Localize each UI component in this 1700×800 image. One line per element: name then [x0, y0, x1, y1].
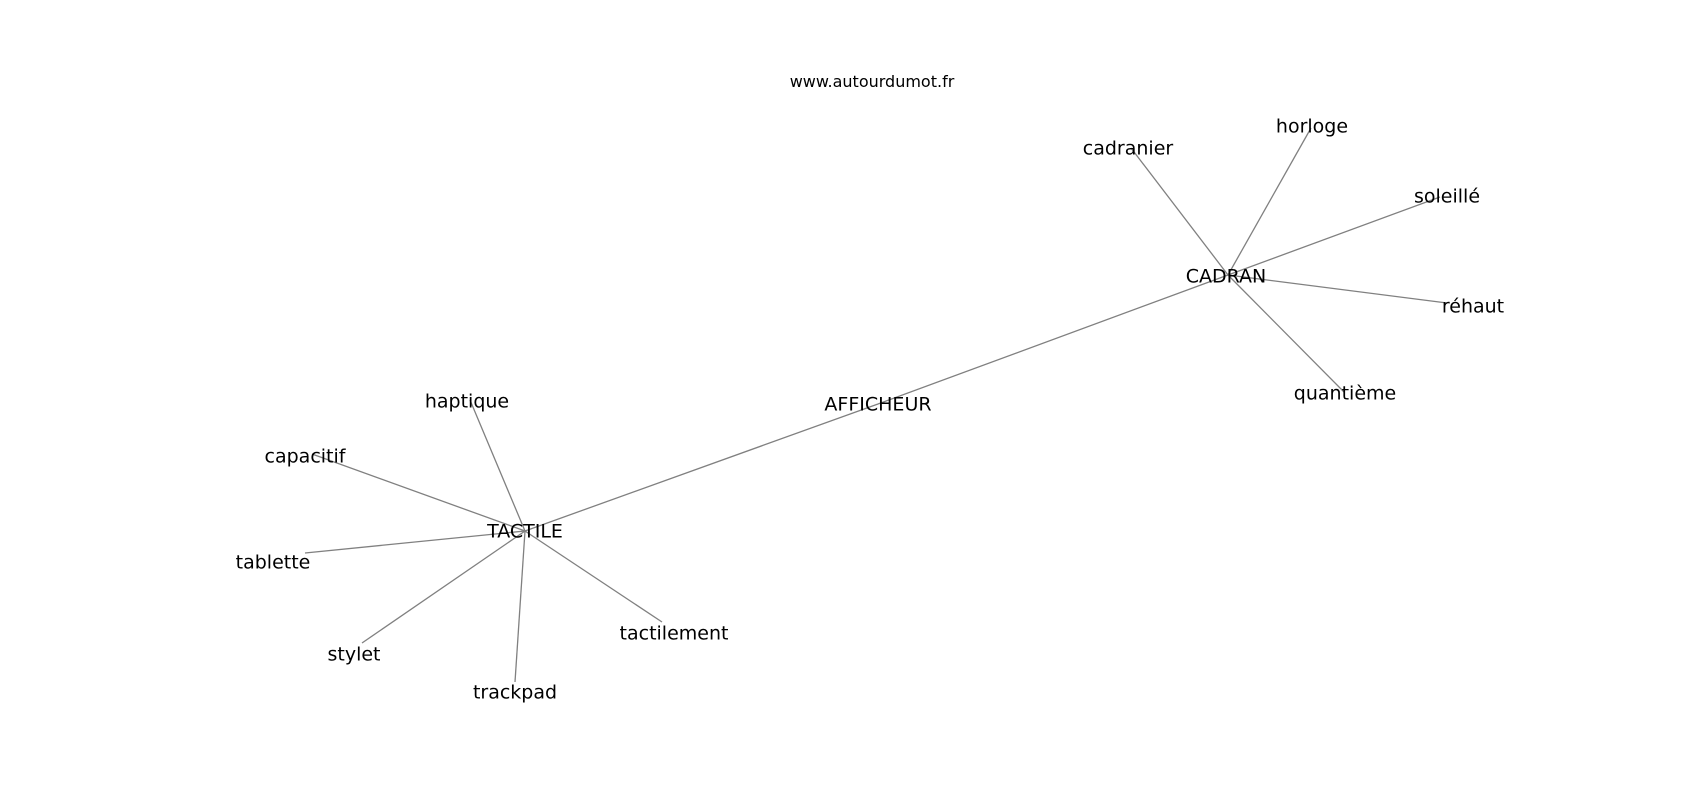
node-label-horloge[interactable]: horloge: [1276, 116, 1348, 138]
edge-cadran-quantieme: [1227, 274, 1345, 393]
edge-tactile-tablette: [304, 530, 526, 554]
site-watermark: www.autourdumot.fr: [790, 72, 955, 91]
edge-tactile-haptique: [469, 399, 526, 532]
node-label-afficheur[interactable]: AFFICHEUR: [824, 394, 931, 416]
edge-afficheur-cadran: [877, 274, 1229, 405]
node-label-tactilement[interactable]: tactilement: [620, 623, 729, 645]
node-label-rehaut[interactable]: réhaut: [1442, 296, 1504, 318]
node-label-quantieme[interactable]: quantième: [1294, 383, 1396, 405]
node-label-tactile[interactable]: TACTILE: [486, 521, 563, 543]
edge-afficheur-tactile: [524, 403, 879, 532]
edge-cadran-horloge: [1227, 127, 1312, 276]
node-label-cadranier[interactable]: cadranier: [1083, 138, 1174, 160]
node-label-capacitif[interactable]: capacitif: [265, 446, 347, 468]
edge-tactile-stylet: [361, 530, 526, 644]
node-label-soleille[interactable]: soleillé: [1414, 186, 1480, 208]
node-label-stylet[interactable]: stylet: [327, 644, 380, 666]
edge-tactile-capacitif: [311, 453, 526, 532]
edge-cadran-soleille: [1227, 196, 1441, 276]
node-label-trackpad[interactable]: trackpad: [473, 682, 557, 704]
node-label-haptique[interactable]: haptique: [425, 391, 509, 413]
labels-layer: AFFICHEUR TACTILE CADRAN haptique capacitif t…: [236, 116, 1504, 704]
edge-cadran-cadranier: [1130, 147, 1229, 276]
edge-tactile-tactilement: [524, 530, 663, 623]
node-label-tablette[interactable]: tablette: [236, 552, 311, 574]
edge-cadran-rehaut: [1227, 274, 1448, 304]
edge-tactile-trackpad: [514, 530, 526, 683]
node-label-cadran[interactable]: CADRAN: [1186, 266, 1267, 288]
edges-layer: [304, 127, 1448, 683]
